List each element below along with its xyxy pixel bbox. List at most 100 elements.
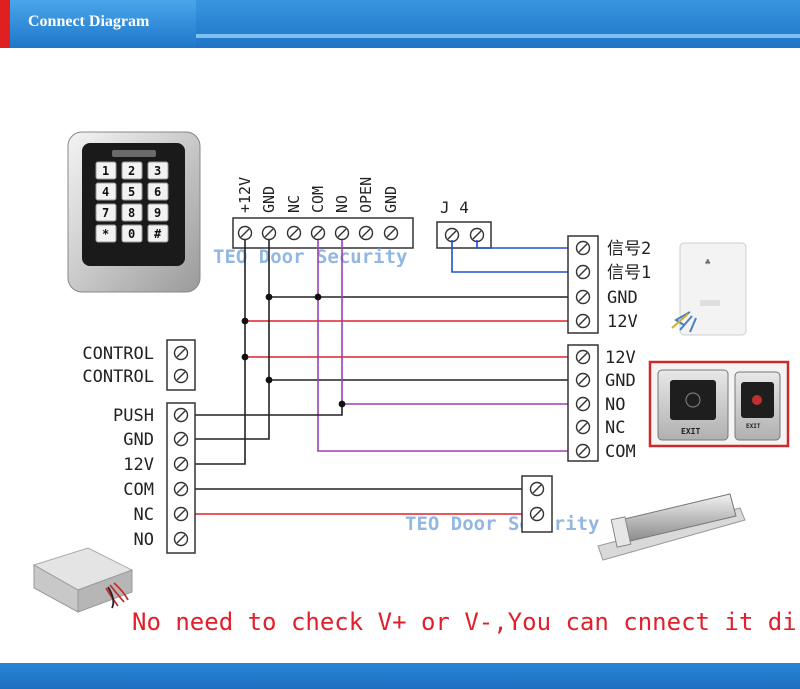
exit-screws <box>575 349 591 459</box>
watermark-bottom: TEO Door Security <box>405 513 599 535</box>
exit-screw-slot <box>578 446 588 456</box>
top-screw-slot <box>386 228 396 238</box>
electric-bolt-lock <box>597 493 746 561</box>
top-screw <box>286 225 302 241</box>
wire-gnd-power <box>195 240 270 440</box>
card-reader-logo-icon: ♣ <box>705 258 711 268</box>
keypad-key <box>95 182 117 201</box>
exit-screw-slot <box>578 422 588 432</box>
wire-signal2 <box>476 240 570 249</box>
card-reader-slot <box>700 300 720 306</box>
j4-connector: J 4 <box>436 198 492 249</box>
exit-screw-slot <box>578 399 588 409</box>
top-screw <box>383 225 399 241</box>
junction-dot <box>241 353 249 361</box>
lock-screw-slot <box>532 484 542 494</box>
wire-push <box>195 404 343 416</box>
j4-screws <box>444 227 485 243</box>
power-label: GND <box>123 430 154 450</box>
power-screw <box>173 456 189 472</box>
keypad-led-strip <box>112 150 156 157</box>
note-text: No need to check V+ or V-,You can cnnect… <box>132 608 800 636</box>
reader-label: 信号2 <box>607 239 651 259</box>
power-label: COM <box>123 480 154 500</box>
power-screw-slot <box>176 434 186 444</box>
keypad-key-label: 5 <box>128 185 135 199</box>
reader-screw <box>575 289 591 305</box>
keypad-key <box>121 224 143 243</box>
header-stripe <box>196 34 800 38</box>
keypad-key <box>121 161 143 180</box>
power-screw <box>173 481 189 497</box>
j4-label: J 4 <box>440 198 469 217</box>
reader-screws <box>575 240 591 329</box>
card-reader-device: ♣ <box>671 242 747 336</box>
junction-dots <box>241 293 346 408</box>
card-reader-cable-icon <box>674 311 697 333</box>
lock-screws <box>529 481 545 522</box>
keypad-key-label: * <box>102 227 109 241</box>
top-terminal-label: OPEN <box>357 177 375 213</box>
wires <box>195 240 570 515</box>
control-label: CONTROL <box>82 367 154 387</box>
card-reader-body <box>679 242 747 336</box>
exit-label: NC <box>605 418 625 438</box>
lock-screw <box>529 481 545 497</box>
junction-dot <box>338 400 346 408</box>
top-terminal-label: COM <box>309 186 327 213</box>
reader-screw <box>575 240 591 256</box>
top-screw-slot <box>240 228 250 238</box>
exit-label-large: EXIT <box>681 427 700 436</box>
lock-screw-slot <box>532 509 542 519</box>
keypad-key-label: 6 <box>154 185 161 199</box>
exit-screw <box>575 372 591 388</box>
lock-terminal <box>521 475 553 533</box>
power-supply-device <box>32 547 134 613</box>
wire-com-exit <box>317 240 570 452</box>
keypad-key-label: 7 <box>102 206 109 220</box>
reader-label: 信号1 <box>607 263 651 283</box>
keypad-key-label: 4 <box>102 185 109 199</box>
reader-screw-slot <box>578 243 588 253</box>
exit-buttons-photo: EXIT EXIT <box>648 360 790 448</box>
top-screw-slot <box>337 228 347 238</box>
reader-label: 12V <box>607 312 638 332</box>
keypad-key <box>121 182 143 201</box>
keypad-key <box>95 161 117 180</box>
junction-dot <box>241 317 249 325</box>
exit-screw <box>575 396 591 412</box>
reader-label: GND <box>607 288 638 308</box>
power-label: 12V <box>123 455 154 475</box>
power-screw-slot <box>176 509 186 519</box>
control-label: CONTROL <box>82 344 154 364</box>
exit-label: GND <box>605 371 636 391</box>
top-screw <box>358 225 374 241</box>
junction-dot <box>314 293 322 301</box>
exit-label: 12V <box>605 348 636 368</box>
exit-label: COM <box>605 442 636 462</box>
control-screws <box>173 345 189 384</box>
exit-label-small: EXIT <box>746 423 761 430</box>
control-screw-slot <box>176 371 186 381</box>
exit-screw <box>575 443 591 459</box>
control-terminal: CONTROL CONTROL <box>82 339 196 391</box>
top-terminal-label: +12V <box>236 177 254 213</box>
watermark-top: TEO Door Security <box>213 246 407 268</box>
control-screw <box>173 345 189 361</box>
keypad-key-label: 3 <box>154 164 161 178</box>
header-title: Connect Diagram <box>28 13 150 30</box>
top-screw-slot <box>361 228 371 238</box>
top-terminal-label: GND <box>260 186 278 213</box>
top-screw <box>310 225 326 241</box>
top-screw <box>334 225 350 241</box>
header-banner: Connect Diagram <box>0 0 800 48</box>
